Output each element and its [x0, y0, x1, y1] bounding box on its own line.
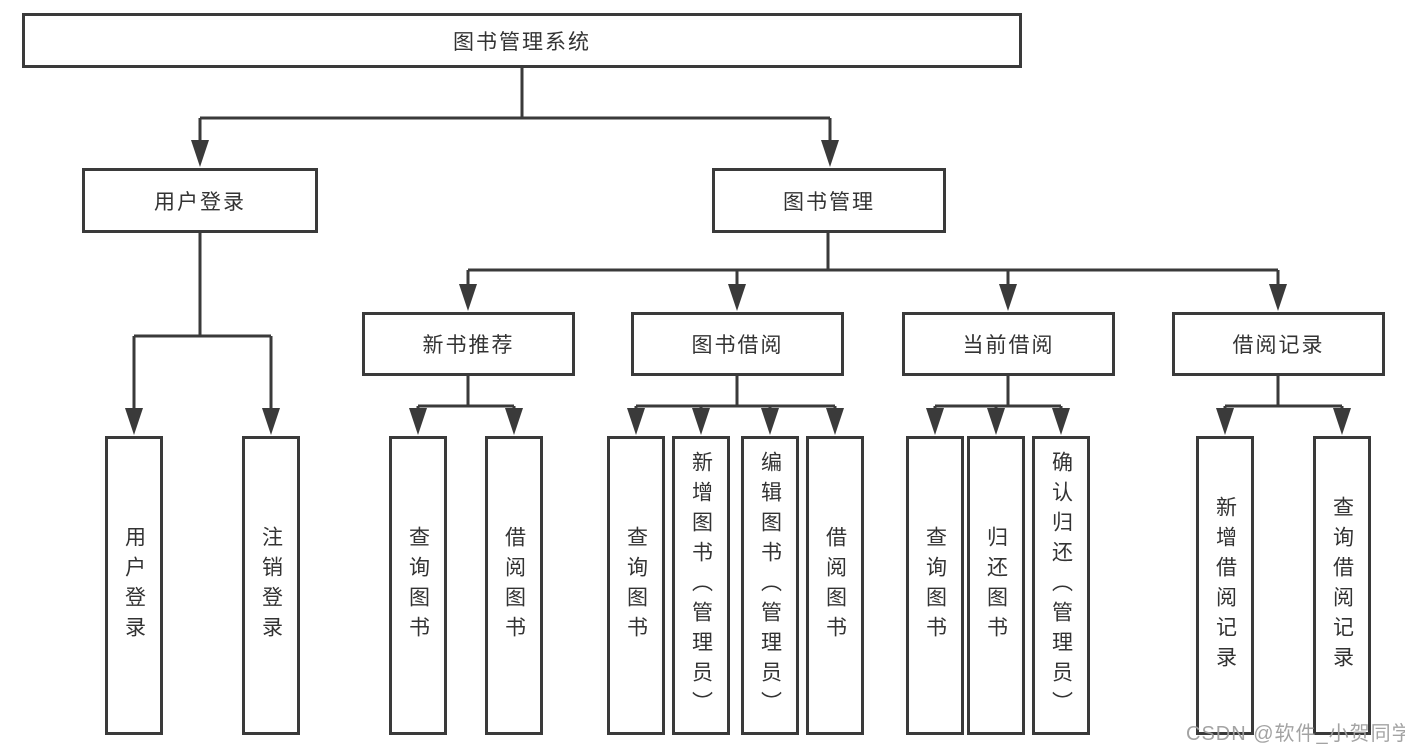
arrowhead-icon: [761, 408, 779, 435]
arrowhead-icon: [1333, 408, 1351, 435]
leaf-add-borrow-record: 新增借阅记录: [1196, 436, 1254, 735]
leaf-borrow-books-recommend: 借阅图书: [485, 436, 543, 735]
node-borrowing-records: 借阅记录: [1172, 312, 1385, 376]
node-label: 用户登录: [154, 190, 246, 214]
arrowhead-icon: [987, 408, 1005, 435]
leaf-label: 新增借阅记录: [1213, 495, 1237, 676]
leaf-logout: 注销登录: [242, 436, 300, 735]
leaf-query-books-current: 查询图书: [906, 436, 964, 735]
arrowhead-icon: [1052, 408, 1070, 435]
node-label: 新书推荐: [422, 334, 515, 357]
leaf-label: 注销登录: [259, 525, 283, 646]
node-label: 当前借阅: [962, 334, 1055, 357]
leaf-query-books-borrowing: 查询图书: [607, 436, 665, 735]
leaf-query-books-recommend: 查询图书: [389, 436, 447, 735]
arrowhead-icon: [1269, 284, 1287, 311]
node-book-borrowing: 图书借阅: [631, 312, 844, 376]
node-label: 图书管理: [783, 190, 875, 214]
node-current-borrowing: 当前借阅: [902, 312, 1115, 376]
arrowhead-icon: [826, 408, 844, 435]
leaf-label: 用户登录: [122, 525, 146, 646]
leaf-confirm-return-admin: 确认归还（管理员）: [1032, 436, 1090, 735]
arrowhead-icon: [505, 408, 523, 435]
leaf-label: 查询借阅记录: [1330, 495, 1354, 676]
leaf-borrow-books-borrowing: 借阅图书: [806, 436, 864, 735]
arrowhead-icon: [821, 140, 839, 167]
arrowhead-icon: [125, 408, 143, 435]
leaf-label: 查询图书: [406, 525, 430, 646]
leaf-add-book-admin: 新增图书（管理员）: [672, 436, 730, 735]
node-user-login: 用户登录: [82, 168, 318, 233]
node-label: 图书管理系统: [453, 30, 591, 54]
arrowhead-icon: [459, 284, 477, 311]
node-new-book-recommend: 新书推荐: [362, 312, 575, 376]
arrowhead-icon: [1216, 408, 1234, 435]
arrowhead-icon: [191, 140, 209, 167]
arrowhead-icon: [262, 408, 280, 435]
arrowhead-icon: [409, 408, 427, 435]
leaf-label: 归还图书: [984, 525, 1008, 646]
leaf-label: 新增图书（管理员）: [689, 450, 713, 721]
leaf-label: 查询图书: [923, 525, 947, 646]
leaf-user-login: 用户登录: [105, 436, 163, 735]
leaf-return-book: 归还图书: [967, 436, 1025, 735]
arrowhead-icon: [627, 408, 645, 435]
arrowhead-icon: [926, 408, 944, 435]
leaf-label: 查询图书: [624, 525, 648, 646]
leaf-query-borrow-record: 查询借阅记录: [1313, 436, 1371, 735]
arrowhead-icon: [999, 284, 1017, 311]
leaf-edit-book-admin: 编辑图书（管理员）: [741, 436, 799, 735]
node-label: 借阅记录: [1232, 334, 1325, 357]
leaf-label: 确认归还（管理员）: [1049, 450, 1073, 721]
leaf-label: 编辑图书（管理员）: [758, 450, 782, 721]
csdn-watermark: CSDN @软件_小贺同学: [1186, 723, 1405, 745]
arrowhead-icon: [692, 408, 710, 435]
leaf-label: 借阅图书: [502, 525, 526, 646]
leaf-label: 借阅图书: [823, 525, 847, 646]
node-library-management-system: 图书管理系统: [22, 13, 1022, 68]
arrowhead-icon: [728, 284, 746, 311]
node-label: 图书借阅: [691, 334, 784, 357]
node-book-management: 图书管理: [712, 168, 946, 233]
